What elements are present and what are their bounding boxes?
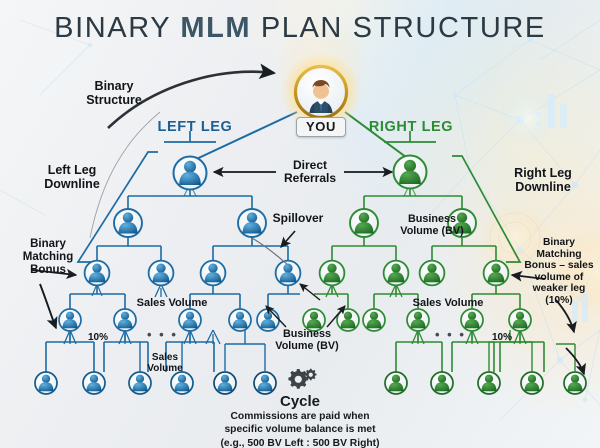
label-right-leg-downline: Right Leg Downline xyxy=(514,166,572,194)
right-leg-nodes xyxy=(302,154,587,395)
label-sales-volume-right: Sales Volume xyxy=(412,297,484,309)
label-binary-structure: Binary Structure xyxy=(86,79,142,107)
left-leg-nodes xyxy=(34,155,302,395)
title-pre: BINARY xyxy=(54,12,181,44)
title-post: PLAN STRUCTURE xyxy=(251,12,546,44)
label-sales-volume-left-lower: Sales Volume xyxy=(147,352,183,375)
spillover-arrow xyxy=(280,230,296,249)
gears-icon xyxy=(288,368,317,389)
label-left-leg: LEFT LEG xyxy=(157,119,233,135)
binary-matching-right-arrow-1 xyxy=(510,270,546,282)
label-sales-volume-left-upper: Sales Volume xyxy=(136,297,208,309)
label-direct-referrals: Direct Referrals xyxy=(283,158,337,186)
binary-matching-right-arrow-3 xyxy=(565,347,586,376)
label-business-volume-center: Business Volume (BV) xyxy=(275,328,339,353)
binary-structure-arrow xyxy=(107,63,277,129)
cycle-title: Cycle xyxy=(279,393,321,410)
label-percent-left: 10% xyxy=(88,332,109,343)
ellipsis-right: • • • xyxy=(435,327,466,342)
label-binary-matching-bonus-right: Binary Matching Bonus – sales volume of … xyxy=(524,237,594,306)
label-binary-matching-bonus-left: Binary Matching Bonus xyxy=(22,238,74,276)
ellipsis-left: • • • xyxy=(147,327,178,342)
bv-right-arrow xyxy=(299,283,321,301)
cycle-description: Commissions are paid when specific volum… xyxy=(220,411,380,448)
you-badge: YOU xyxy=(296,117,346,137)
label-business-volume-right-top: Business Volume (BV) xyxy=(400,213,464,238)
page-title: BINARY MLM PLAN STRUCTURE xyxy=(0,12,600,45)
binary-matching-left-arrow-1 xyxy=(31,268,78,279)
title-bold: MLM xyxy=(180,12,252,44)
label-spillover: Spillover xyxy=(272,211,324,225)
label-right-leg: RIGHT LEG xyxy=(368,119,454,135)
you-node xyxy=(281,52,361,132)
label-percent-right: 10% xyxy=(492,332,513,343)
binary-matching-left-arrow-2 xyxy=(39,283,58,330)
binary-matching-right-arrow-2 xyxy=(555,299,577,334)
bv-center-arrow-right xyxy=(326,305,346,328)
label-left-leg-downline: Left Leg Downline xyxy=(44,163,100,191)
bv-center-arrow-left xyxy=(265,305,287,328)
